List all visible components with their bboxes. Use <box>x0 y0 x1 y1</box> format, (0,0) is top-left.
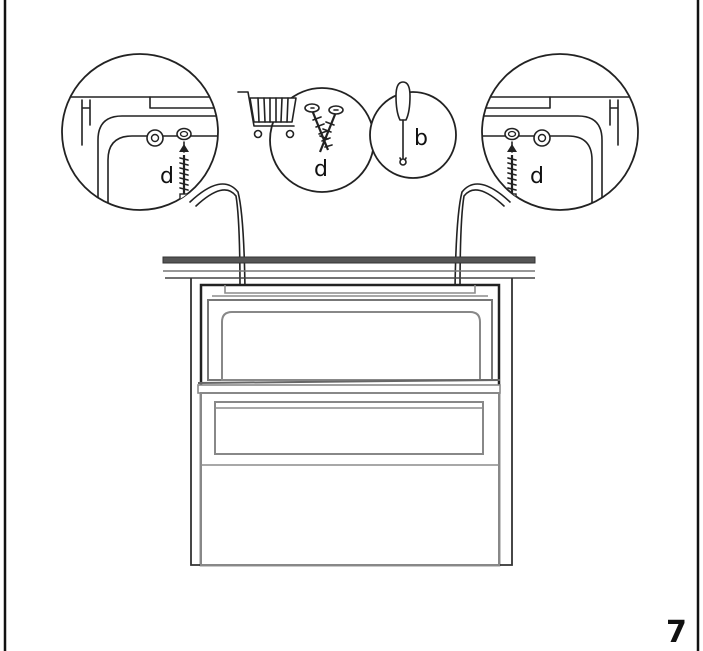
screwdriver-icon <box>395 81 411 166</box>
dishwasher <box>197 283 501 567</box>
shopping-cart-icon <box>237 91 297 139</box>
mounting-hole-icon <box>146 129 164 147</box>
screws-icon <box>304 103 344 153</box>
rotate-arrow-icon <box>500 227 526 237</box>
leader-lines <box>189 183 511 291</box>
mounting-hole-icon <box>176 127 192 141</box>
label-screw-left: d <box>160 164 174 189</box>
parts-circle: d <box>237 87 375 193</box>
step-number: 7 <box>666 615 687 650</box>
tool-circle: b <box>369 81 457 179</box>
worktop <box>162 256 536 279</box>
right-detail-circle: d <box>481 53 639 237</box>
left-detail-circle: d <box>61 53 219 237</box>
rotate-arrow-icon <box>170 227 196 237</box>
page-frame <box>3 0 700 651</box>
mounting-hole-icon <box>504 127 520 141</box>
label-parts-screws: d <box>314 157 328 182</box>
mounting-hole-icon <box>533 129 551 147</box>
label-tool-screwdriver: b <box>414 126 428 151</box>
label-screw-right: d <box>530 164 544 189</box>
